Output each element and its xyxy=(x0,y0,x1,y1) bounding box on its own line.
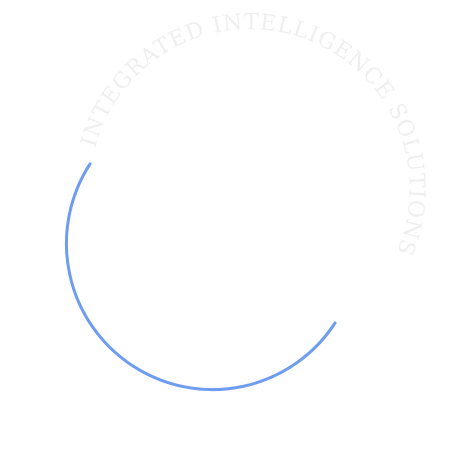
blue-arc xyxy=(65,162,337,391)
circular-text-path: INTEGRATED INTELLIGENCE SOLUTIONS xyxy=(77,10,428,259)
circular-text: INTEGRATED INTELLIGENCE SOLUTIONS xyxy=(77,10,429,259)
